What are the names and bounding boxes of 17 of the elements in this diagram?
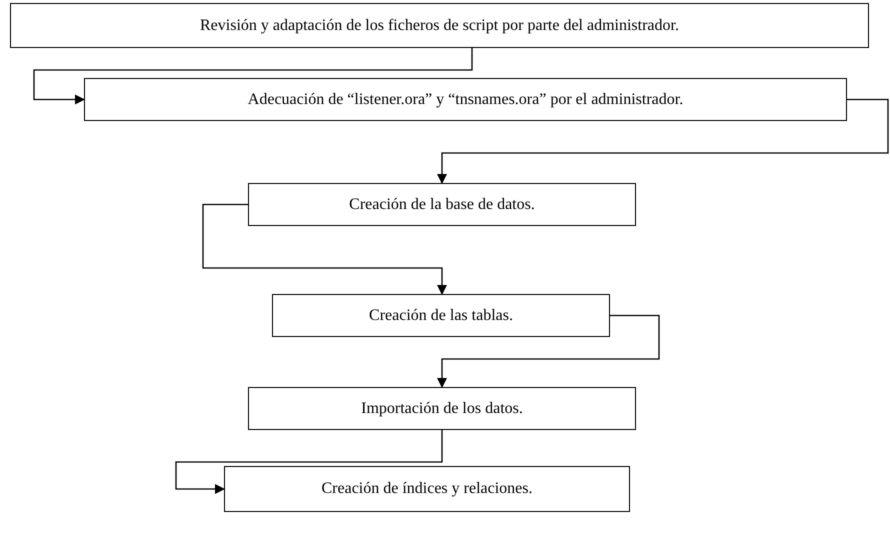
arrow [202,204,447,295]
process-box [224,466,630,512]
step-text: Revisión y adaptación de los ficheros de script por parte del administrador. [200,16,679,36]
step-text: Creación de la base de datos. [349,194,535,214]
step-text: Adecuación de “listener.ora” y “tnsnames.ora” por el administrador. [248,90,684,110]
arrow [437,98,889,184]
process-box [84,78,847,121]
process-box [248,183,636,226]
process-box [272,294,610,337]
arrow [33,48,473,104]
step-text: Creación de las tablas. [369,306,513,326]
step-text: Creación de índices y relaciones. [321,479,533,499]
process-box [248,387,636,430]
arrow [437,314,660,388]
arrow [175,430,443,494]
process-box [10,3,869,48]
step-text: Importación de los datos. [361,398,523,418]
